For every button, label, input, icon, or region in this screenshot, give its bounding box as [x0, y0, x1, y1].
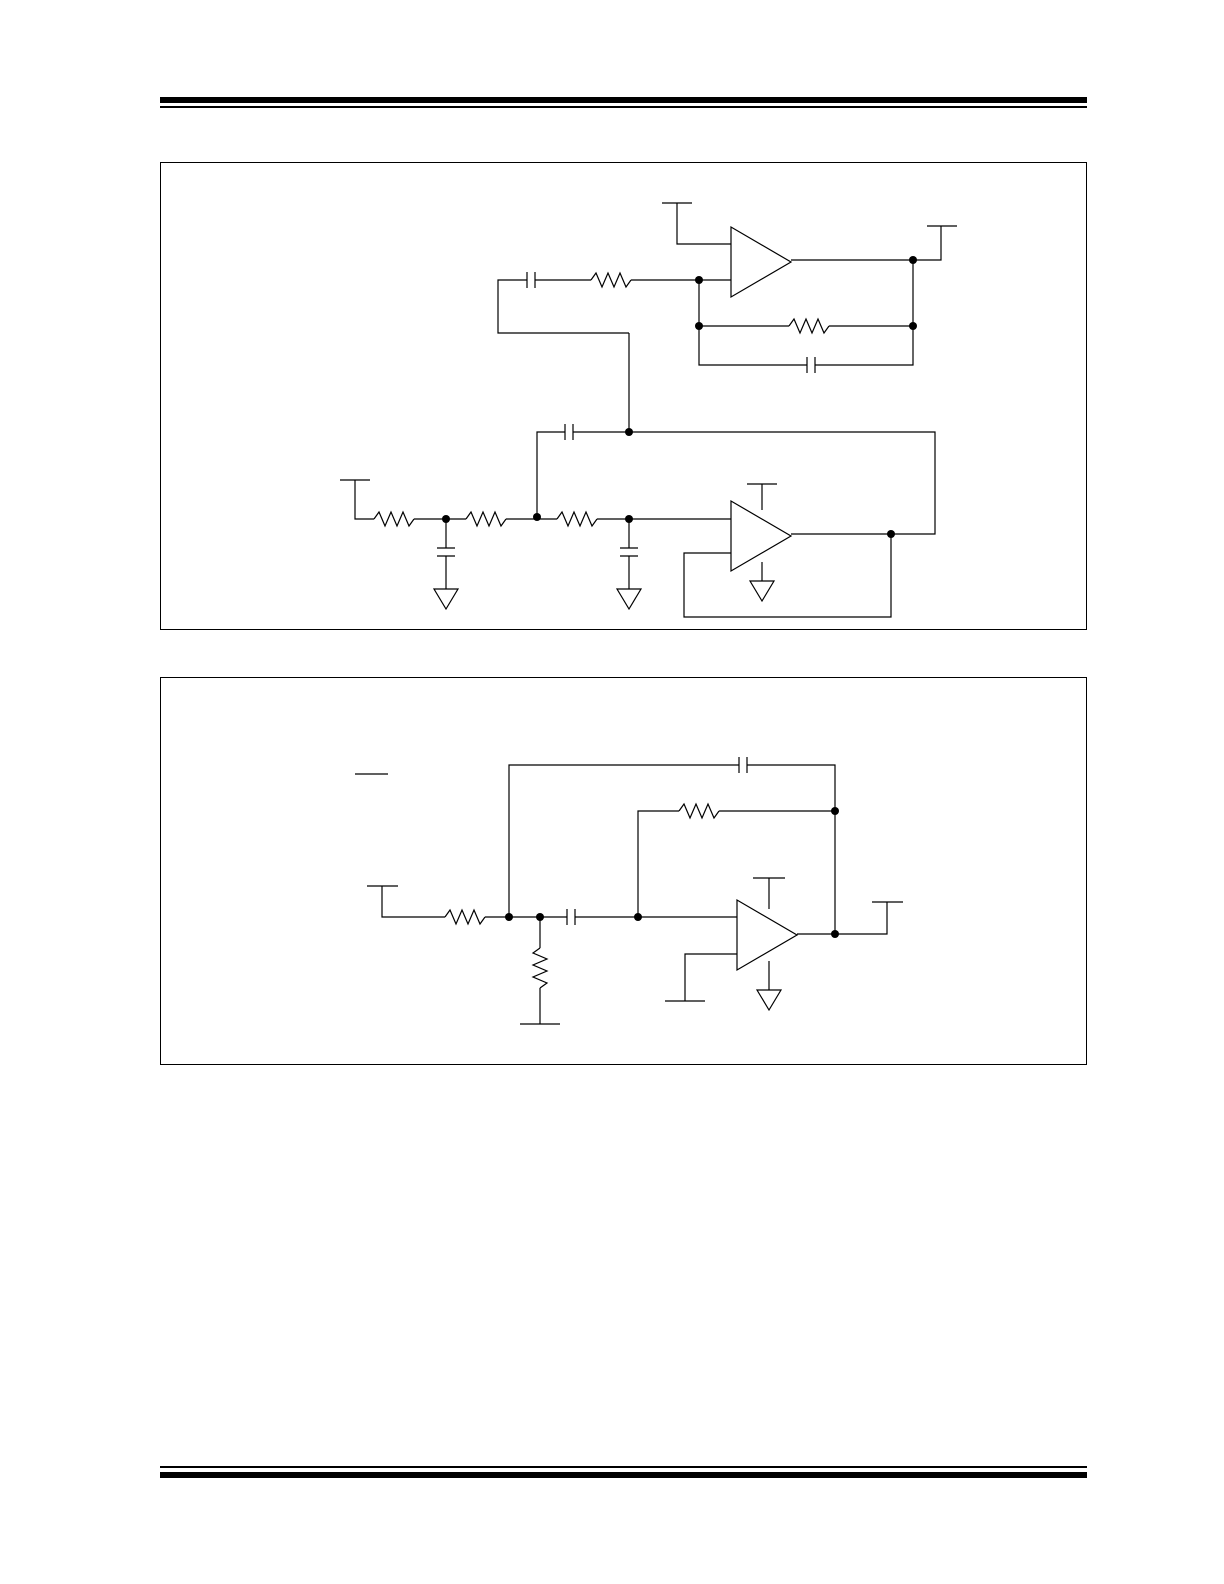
wire	[829, 260, 914, 327]
junction-dot	[887, 530, 895, 538]
wire	[520, 988, 560, 1025]
junction-dot	[625, 428, 633, 436]
wire	[797, 901, 903, 935]
ground-icon	[748, 580, 776, 603]
ground-icon	[615, 588, 643, 611]
wire	[815, 326, 914, 366]
junction-dot	[695, 276, 703, 284]
wire	[662, 202, 731, 245]
figure-1-schematic	[340, 202, 957, 618]
wire	[753, 877, 785, 909]
capacitor-c2-fig2	[738, 757, 748, 773]
junction-dot	[634, 913, 642, 921]
junction-dot	[533, 513, 541, 521]
figure-2-box	[160, 677, 1087, 1065]
wire	[573, 431, 936, 535]
resistor-r2	[465, 510, 507, 528]
wire	[698, 326, 807, 366]
resistor-r1-fig2	[444, 908, 486, 926]
wire	[340, 479, 374, 520]
capacitor-c-in-1	[526, 272, 536, 288]
wire	[637, 810, 679, 917]
wire	[665, 953, 737, 1002]
capacitor-shunt-1	[437, 547, 455, 557]
junction-dot	[831, 930, 839, 938]
wire	[747, 764, 836, 933]
header-rule-thick	[160, 97, 1087, 103]
header-rule-thin	[160, 106, 1087, 108]
junction-dot	[536, 913, 544, 921]
resistor-rf-1	[788, 317, 830, 335]
resistor-r-in-1	[590, 271, 632, 289]
figure-1-box	[160, 162, 1087, 630]
resistor-r3	[556, 510, 598, 528]
figure-2-schematic	[355, 757, 903, 1025]
capacitor-c1-fig2	[566, 909, 576, 925]
resistor-r3-fig2	[678, 802, 720, 820]
junction-dot	[831, 807, 839, 815]
ground-icon	[755, 989, 783, 1012]
resistor-r2-fig2	[531, 947, 549, 989]
footer-rule-thick	[160, 1472, 1087, 1478]
junction-dot	[695, 322, 703, 330]
wire	[536, 431, 565, 517]
resistor-r1	[373, 510, 415, 528]
capacitor-c2	[564, 424, 574, 440]
wire	[747, 483, 777, 510]
junction-dot	[909, 256, 917, 264]
wire	[497, 279, 629, 334]
junction-dot	[505, 913, 513, 921]
junction-dot	[625, 515, 633, 523]
junction-dot	[442, 515, 450, 523]
wire	[367, 885, 445, 918]
wire	[683, 534, 892, 618]
wire	[698, 280, 789, 327]
opamp-2-symbol	[730, 499, 793, 573]
opamp-symbol	[736, 898, 799, 972]
capacitor-shunt-2	[620, 547, 638, 557]
opamp-1-symbol	[730, 225, 793, 299]
wire	[791, 225, 957, 261]
ground-icon	[432, 588, 460, 611]
junction-dot	[909, 322, 917, 330]
footer-rule-thin	[160, 1466, 1087, 1468]
capacitor-cf-1	[806, 357, 816, 373]
wire	[508, 764, 739, 917]
